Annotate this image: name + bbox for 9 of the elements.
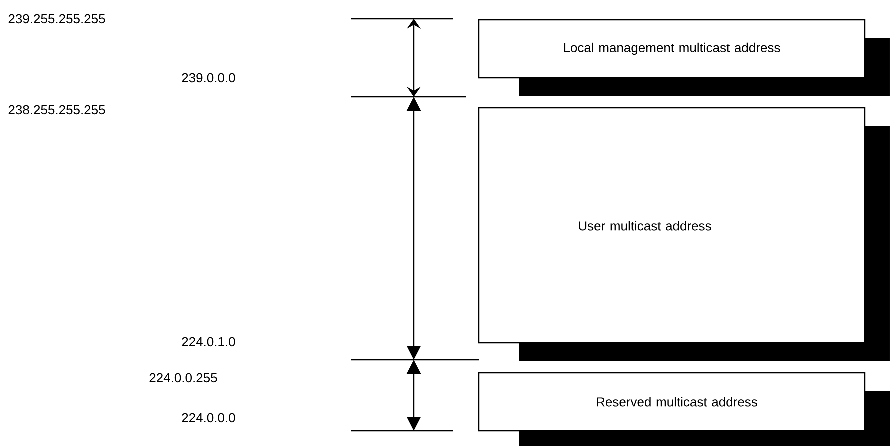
address-label: 238.255.255.255 (8, 105, 106, 115)
address-label: 239.0.0.0 (182, 73, 236, 83)
address-label: 224.0.1.0 (182, 337, 236, 347)
address-range-box: User multicast address (478, 107, 890, 361)
address-range-box: Reserved multicast address (478, 372, 890, 446)
address-range-box: Local management multicast address (478, 19, 890, 96)
address-label: 224.0.0.255 (150, 373, 218, 383)
address-label: 239.255.255.255 (8, 14, 106, 24)
address-label: 224.0.0.0 (182, 413, 236, 423)
